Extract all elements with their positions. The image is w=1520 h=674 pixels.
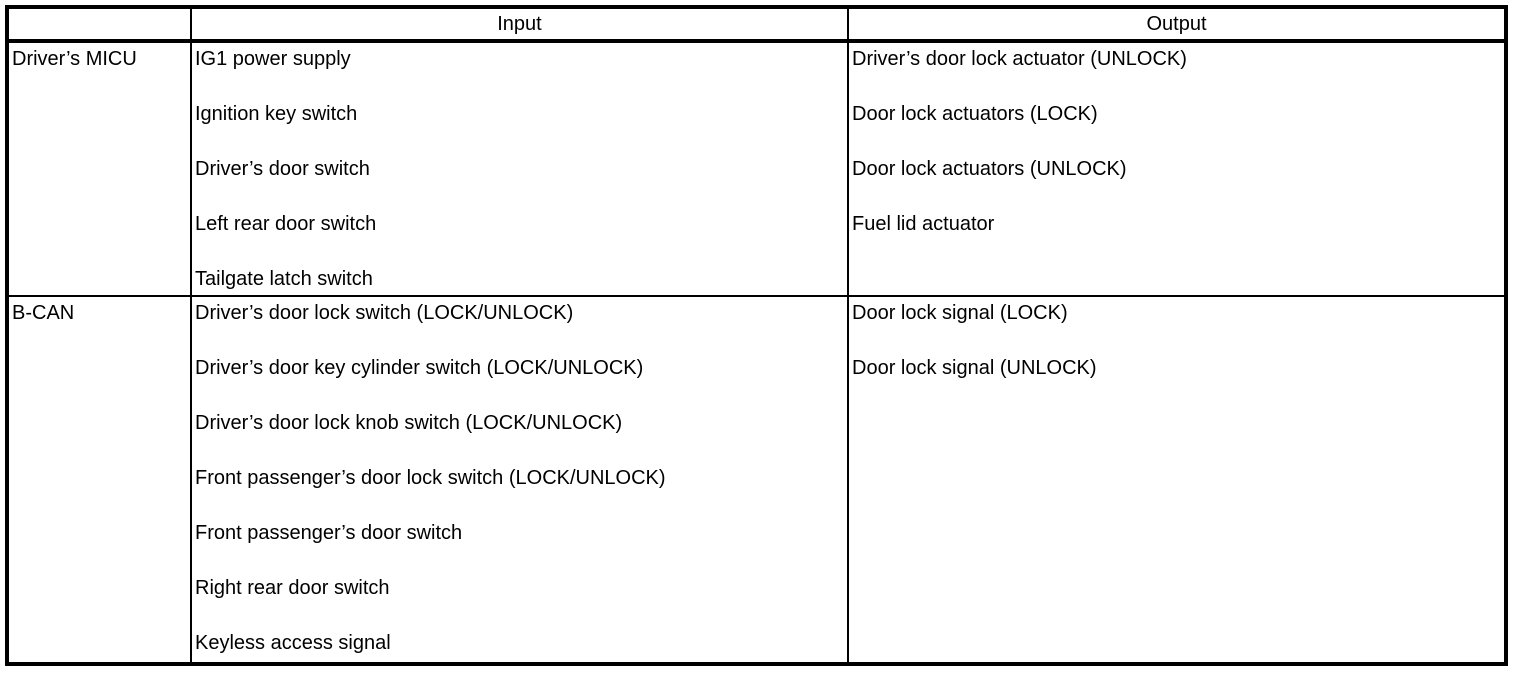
io-signal-table: Input Output Driver’s MICU IG1 power sup… — [5, 5, 1508, 666]
table-cell-line: Driver’s door switch — [195, 158, 370, 180]
header-row: Input Output — [6, 6, 1507, 43]
table-cell-line: Door lock signal (UNLOCK) — [852, 357, 1097, 379]
row-source-label: B-CAN — [12, 302, 75, 324]
table-cell-line: IG1 power supply — [195, 48, 351, 70]
table-cell-line: Front passenger’s door lock switch (LOCK… — [195, 467, 666, 489]
table-cell-line: Door lock actuators (LOCK) — [852, 103, 1098, 125]
column-header-output: Output — [847, 6, 1507, 43]
table-cell-line: Door lock actuators (UNLOCK) — [852, 158, 1127, 180]
table-header: Input Output — [6, 6, 1507, 43]
table-cell-line: Driver’s door lock actuator (UNLOCK) — [852, 48, 1187, 70]
row-source-label: Driver’s MICU — [12, 48, 137, 70]
output-list-cell: Door lock signal (LOCK) Door lock signal … — [847, 295, 1507, 665]
table-cell-line: Tailgate latch switch — [195, 268, 373, 290]
input-list-cell: Driver’s door lock switch (LOCK/UNLOCK) D… — [190, 295, 849, 665]
table-cell-line: Front passenger’s door switch — [195, 522, 463, 544]
column-header-input: Input — [190, 6, 849, 43]
table-cell-line: Driver’s door lock knob switch (LOCK/UNL… — [195, 412, 623, 434]
row-source-cell: Driver’s MICU — [6, 40, 192, 297]
table-cell-line: Keyless access signal — [195, 632, 391, 654]
table-cell-line: Ignition key switch — [195, 103, 358, 125]
table-cell-line: Driver’s door key cylinder switch (LOCK/… — [195, 357, 644, 379]
output-list-cell: Driver’s door lock actuator (UNLOCK) Door… — [847, 40, 1507, 297]
column-header-source — [6, 6, 192, 43]
table-cell-line: Fuel lid actuator — [852, 213, 995, 235]
table-cell-line: Driver’s door lock switch (LOCK/UNLOCK) — [195, 302, 574, 324]
table-row-b-can: B-CAN Driver’s door lock switch (LOCK/UN… — [6, 295, 1507, 665]
table-cell-line: Left rear door switch — [195, 213, 377, 235]
row-source-cell: B-CAN — [6, 295, 192, 665]
table-cell-line: Right rear door switch — [195, 577, 390, 599]
table-cell-line: Door lock signal (LOCK) — [852, 302, 1068, 324]
